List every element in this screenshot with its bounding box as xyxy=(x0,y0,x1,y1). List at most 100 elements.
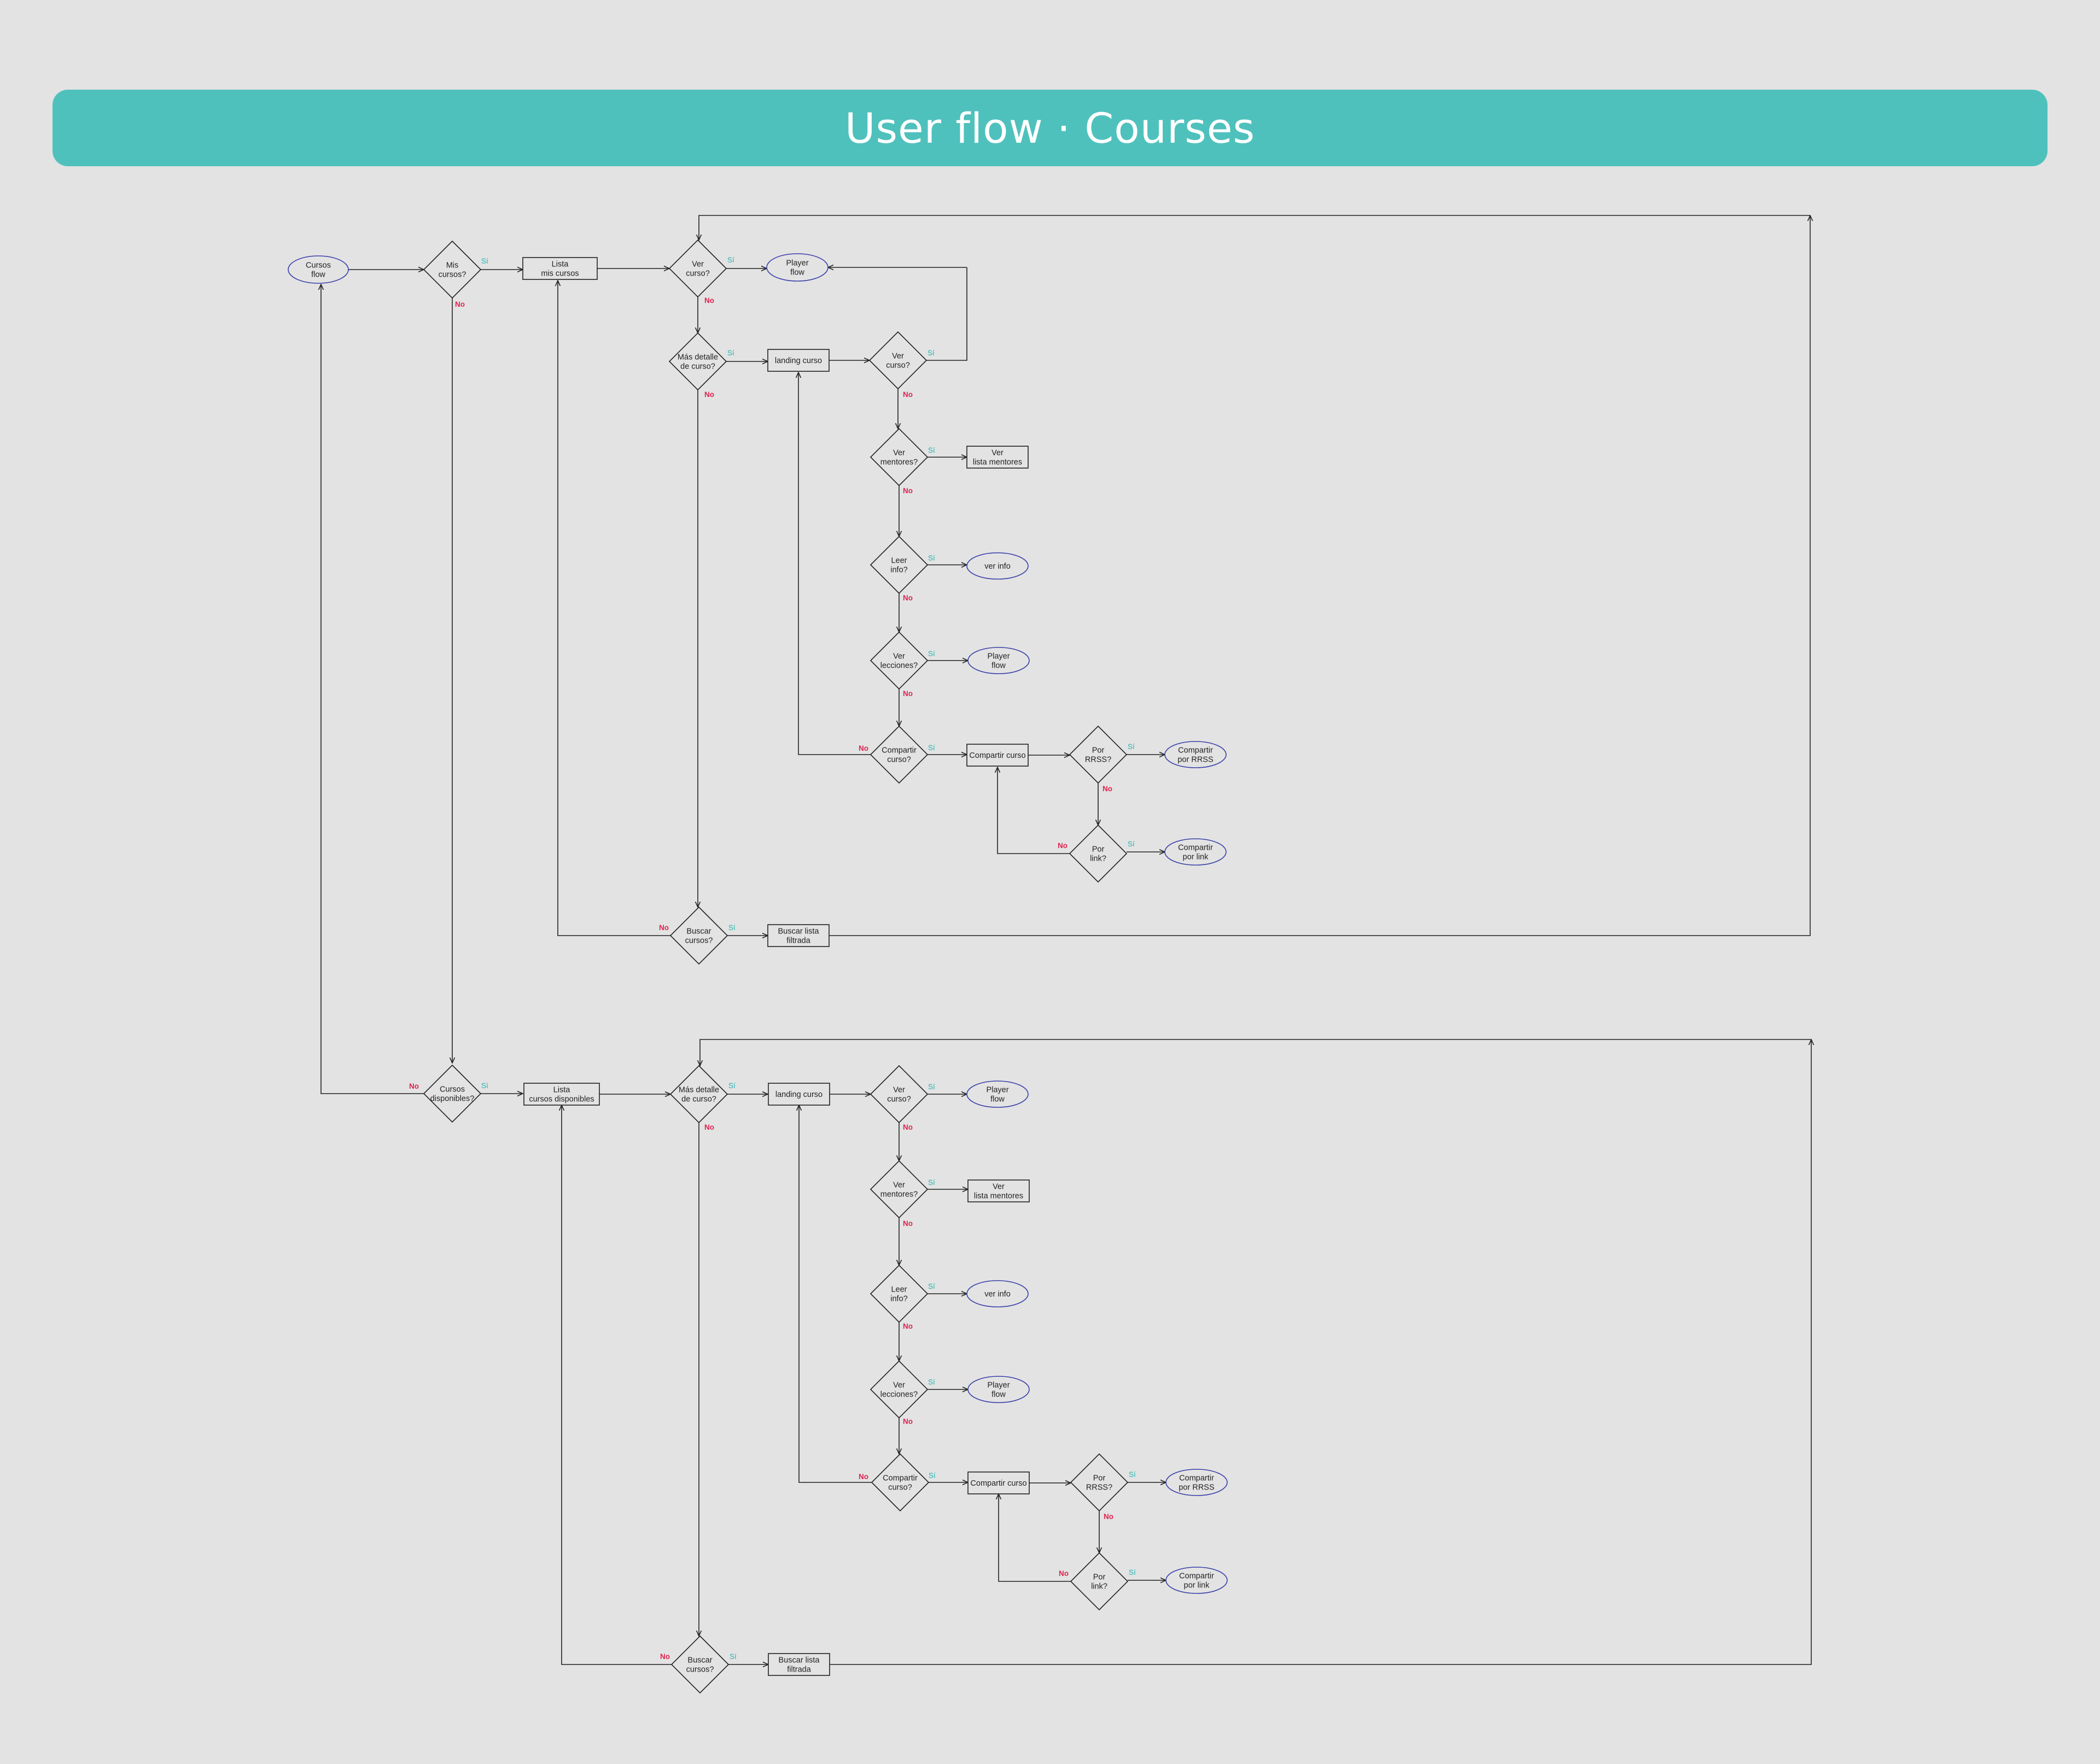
decision-shape xyxy=(668,332,727,391)
yes-label: Sí xyxy=(481,257,488,265)
yes-label: Sí xyxy=(1129,1470,1136,1479)
no-label: No xyxy=(903,594,913,602)
yes-label: Sí xyxy=(727,349,734,357)
yes-label: Sí xyxy=(728,1082,736,1090)
node-label: Buscar xyxy=(686,927,711,936)
decision-shape xyxy=(1070,1552,1129,1611)
node-label: flow xyxy=(990,1095,1005,1104)
node-label: lista mentores xyxy=(973,458,1022,467)
no-label: No xyxy=(1104,1512,1113,1521)
terminal-shape xyxy=(288,255,349,284)
flow-connector xyxy=(699,215,1810,240)
yes-label: Sí xyxy=(928,1282,935,1290)
terminal-shape xyxy=(766,253,829,282)
no-label: No xyxy=(1059,1569,1069,1578)
node-label: Ver xyxy=(892,352,904,361)
no-label: No xyxy=(903,1123,913,1131)
node-label: Cursos xyxy=(306,261,331,270)
terminal-shape xyxy=(966,1080,1029,1108)
yes-label: Sí xyxy=(727,256,734,264)
process-shape xyxy=(967,1179,1030,1202)
flow-connector xyxy=(562,1105,672,1665)
yes-label: Sí xyxy=(1128,743,1135,751)
no-label: No xyxy=(903,1322,913,1330)
node-label: Buscar lista xyxy=(779,1656,820,1665)
no-label: No xyxy=(859,1473,868,1481)
decision-shape xyxy=(1069,725,1128,784)
node-label: Compartir curso xyxy=(969,751,1025,760)
node-label: curso? xyxy=(887,1095,911,1104)
no-label: No xyxy=(659,924,669,932)
decision-shape xyxy=(870,428,929,487)
node-label: ver info xyxy=(984,1290,1011,1299)
node-label: Buscar lista xyxy=(778,927,820,936)
node-label: por link xyxy=(1184,1581,1210,1590)
terminal-ver-info-1: ver info xyxy=(966,552,1029,580)
node-label: Compartir xyxy=(882,746,917,755)
flow-connector xyxy=(999,1494,1071,1582)
decision-shape xyxy=(1069,824,1128,883)
node-label: curso? xyxy=(686,270,710,278)
yes-label: Sí xyxy=(928,554,935,562)
flow-connector xyxy=(829,215,1810,936)
process-shape xyxy=(967,1471,1030,1494)
flow-connector xyxy=(321,284,424,1094)
no-label: No xyxy=(859,744,868,752)
node-label: por link xyxy=(1183,853,1209,862)
node-label: Player xyxy=(986,1086,1008,1095)
node-label: de curso? xyxy=(680,363,715,371)
node-label: Por xyxy=(1092,845,1105,854)
terminal-shape xyxy=(1165,1469,1228,1496)
title-banner: User flow · Courses xyxy=(52,90,2048,166)
node-label: info? xyxy=(890,566,907,575)
node-label: Ver xyxy=(991,449,1004,458)
flow-connector xyxy=(799,1105,872,1483)
node-label: Por xyxy=(1093,1474,1106,1483)
node-label: Leer xyxy=(891,557,907,565)
decision-shape xyxy=(870,631,929,690)
node-label: Compartir curso xyxy=(970,1479,1026,1488)
node-label: Cursos xyxy=(440,1085,465,1094)
node-label: RRSS? xyxy=(1085,756,1111,764)
node-label: Ver xyxy=(893,1181,905,1190)
decision-shape xyxy=(670,1635,730,1694)
process-landing-curso-2: landing curso xyxy=(768,1083,830,1106)
terminal-ver-info-2: ver info xyxy=(966,1280,1029,1307)
node-label: Lista xyxy=(553,1086,571,1095)
process-shape xyxy=(966,744,1029,767)
node-label: Compartir xyxy=(1178,746,1213,755)
terminal-shape xyxy=(966,552,1029,580)
yes-label: Sí xyxy=(928,349,935,357)
node-label: Por xyxy=(1092,746,1105,755)
node-label: lecciones? xyxy=(880,1391,918,1399)
decision-shape xyxy=(669,1065,728,1124)
node-label: info? xyxy=(890,1295,907,1304)
node-label: Compartir xyxy=(883,1474,918,1483)
node-label: Leer xyxy=(891,1286,907,1294)
node-label: lista mentores xyxy=(974,1192,1023,1201)
node-label: Ver xyxy=(893,1086,905,1095)
node-label: Compartir xyxy=(1179,1474,1214,1483)
yes-label: Sí xyxy=(928,650,935,658)
